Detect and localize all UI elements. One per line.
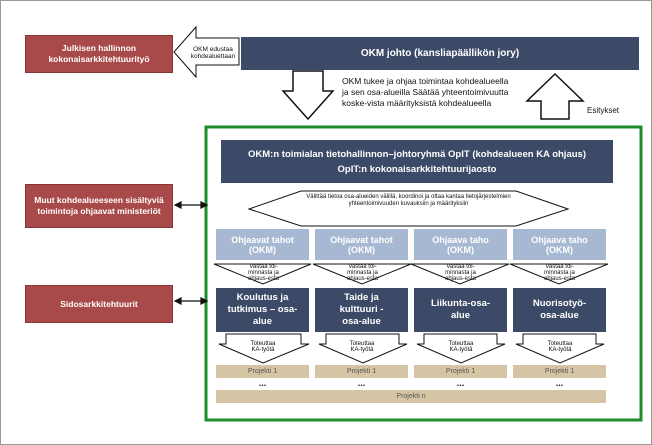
col2-vastaa-arrow [312,263,412,285]
col3-osa-alue-label: Liikunta-osa-alue [430,298,491,321]
col4-tahot-label: Ohjaava taho (OKM) [531,234,588,255]
col1-projekti-1-label: Projekti 1 [247,368,278,375]
col2-osa-alue-box: Taide ja kulttuuri - osa-alue [315,288,408,332]
col4-ohjaava-taho: Ohjaava taho (OKM) [513,229,606,260]
col4-vastaa-arrow [509,263,609,285]
okm-edustaa-arrow [173,25,240,79]
col3-osa-alue-box: Liikunta-osa-alue [414,288,507,332]
opit-line1: OKM:n toimialan tietohallinnon–johtoryhm… [248,148,586,160]
esitykset-label: Esitykset [587,106,620,115]
col1-toteuttaa-label: Toteuttaa KA-työtä [250,341,276,353]
valittaa-text: Välittää tietoa osa-alueiden välillä, ko… [306,194,511,207]
col4-toteuttaa-label: Toteuttaa KA-työtä [547,341,573,353]
valittaa-hexagon [247,190,570,227]
opit-box: OKM:n toimialan tietohallinnon–johtoryhm… [221,140,613,183]
down-arrow [281,70,335,121]
col3-toteuttaa-arrow [416,333,506,364]
sidosarkkitehtuurit-box: Sidosarkkitehtuurit [25,285,173,323]
col2-ohjaavat-tahot: Ohjaavat tahot (OKM) [315,229,408,260]
col3-vastaa-arrow [410,263,510,285]
col2-osa-alue-label: Taide ja kulttuuri - osa-alue [339,292,384,327]
col3-dots: ... [456,378,465,388]
double-arrow-sidos [173,297,209,305]
col1-ohjaavat-tahot: Ohjaavat tahot (OKM) [216,229,309,260]
col2-dots: ... [357,378,366,388]
col4-vastaa-label: Vastaa toi-minnasta ja ohjaus-esta [543,264,576,282]
col4-dots: ... [555,378,564,388]
col1-vastaa-arrow [213,263,312,285]
okm-johto-box: OKM johto (kansliapäällikön jory) [241,37,639,70]
col2-toteuttaa-arrow [318,333,408,364]
col2-projekti-1-label: Projekti 1 [346,368,377,375]
col3-vastaa-label: Vastaa toi-minnasta ja ohjaus-esta [444,264,477,282]
col3-projekti-1-label: Projekti 1 [445,368,476,375]
col4-osa-alue-label: Nuorisotyö-osa-alue [532,298,587,321]
sidosarkkitehtuurit-label: Sidosarkkitehtuurit [60,298,138,309]
julkisen-hallinnon-box: Julkisen hallinnon kokonaisarkkitehtuuri… [25,35,173,73]
opit-line2: OpIT:n kokonaisarkkitehtuurijaosto [337,163,497,175]
col2-toteuttaa-label: Toteuttaa KA-työtä [349,341,375,353]
projekti-n-label: Projekti n [396,393,426,400]
double-arrow-muut [173,201,209,209]
projekti-n-bar: Projekti n [216,390,606,403]
col4-projekti-1: Projekti 1 [513,365,606,378]
muut-ministeriot-label: Muut kohdealueeseen sisältyviä toimintoj… [34,195,164,216]
col4-osa-alue-box: Nuorisotyö-osa-alue [513,288,606,332]
julkisen-hallinnon-label: Julkisen hallinnon kokonaisarkkitehtuuri… [48,43,150,64]
col1-tahot-label: Ohjaavat tahot (OKM) [231,234,294,255]
okm-tukee-text: OKM tukee ja ohjaa toimintaa kohdealueel… [342,76,509,108]
col1-osa-alue-box: Koulutus ja tutkimus – osa-alue [216,288,309,332]
up-arrow [525,72,585,120]
col1-osa-alue-label: Koulutus ja tutkimus – osa-alue [227,292,298,327]
kohdealue-frame [204,125,643,422]
col1-vastaa-label: Vastaa toi-minnasta ja ohjaus-esta [247,264,280,282]
col3-toteuttaa-label: Toteuttaa KA-työtä [448,341,474,353]
muut-ministeriot-box: Muut kohdealueeseen sisältyviä toimintoj… [25,184,173,228]
col1-toteuttaa-arrow [218,333,310,364]
col1-projekti-1: Projekti 1 [216,365,309,378]
col3-ohjaava-taho: Ohjaava taho (OKM) [414,229,507,260]
col1-dots: ... [258,378,267,388]
okm-johto-label: OKM johto (kansliapäällikön jory) [360,48,520,59]
col2-tahot-label: Ohjaavat tahot (OKM) [330,234,393,255]
col4-projekti-1-label: Projekti 1 [544,368,575,375]
col4-toteuttaa-arrow [515,333,605,364]
okm-edustaa-label: OKM edustaa kohdealuettaan [190,46,236,60]
col3-tahot-label: Ohjaava taho (OKM) [432,234,489,255]
col3-projekti-1: Projekti 1 [414,365,507,378]
col2-vastaa-label: Vastaa toi-minnasta ja ohjaus-esta [346,264,379,282]
col2-projekti-1: Projekti 1 [315,365,408,378]
